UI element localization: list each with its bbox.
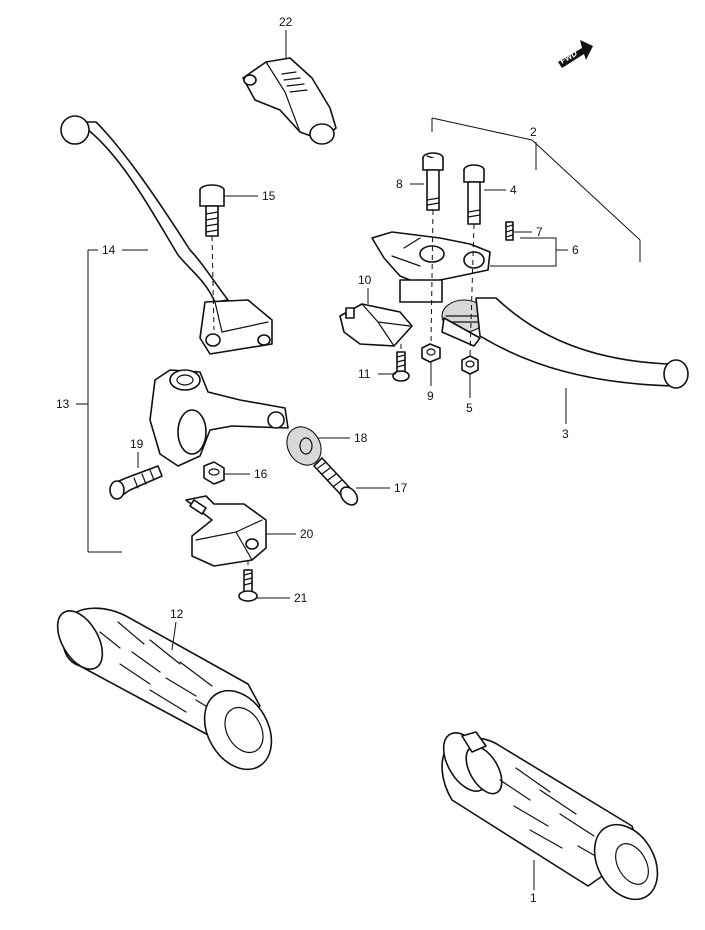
label-part-7: 7	[536, 225, 543, 239]
label-part-19: 19	[130, 437, 144, 451]
part-5-nut	[461, 355, 479, 375]
label-part-12: 12	[170, 607, 184, 621]
part-17-adjuster-bolt	[313, 457, 359, 506]
label-part-5: 5	[466, 401, 473, 415]
part-8-bolt	[422, 152, 444, 211]
label-part-22: 22	[279, 15, 293, 29]
label-part-2: 2	[530, 125, 537, 139]
part-3-brake-lever	[441, 297, 689, 389]
label-part-13: 13	[56, 397, 70, 411]
label-part-8: 8	[396, 177, 403, 191]
part-15-pivot-bolt	[199, 184, 225, 237]
part-9-nut	[421, 343, 441, 363]
label-part-18: 18	[354, 431, 368, 445]
label-part-14: 14	[102, 243, 116, 257]
part-16-nut	[203, 461, 225, 485]
part-4-bolt	[463, 164, 485, 225]
part-12-left-grip	[56, 607, 273, 771]
part-14-clutch-lever	[60, 115, 273, 355]
label-part-4: 4	[510, 183, 517, 197]
part-21-screw	[238, 569, 258, 602]
label-part-11: 11	[358, 367, 371, 381]
part-13-lever-holder	[149, 369, 289, 467]
label-part-10: 10	[358, 273, 372, 287]
label-part-9: 9	[427, 389, 434, 403]
part-1-throttle-grip	[441, 731, 659, 901]
label-part-3: 3	[562, 427, 569, 441]
part-20-switch	[185, 495, 267, 567]
leader-lines	[76, 30, 641, 890]
part-number-labels: 22 15 14 13 19 16 18 17 20 21 12 1 2 8 4…	[56, 15, 579, 905]
part-22-cover	[242, 57, 337, 145]
part-11-screw	[392, 351, 410, 382]
label-part-1: 1	[530, 891, 537, 905]
label-part-20: 20	[300, 527, 314, 541]
label-part-15: 15	[262, 189, 276, 203]
forward-direction-arrow-icon: FWD	[558, 40, 593, 68]
label-part-6: 6	[572, 243, 579, 257]
label-part-21: 21	[294, 591, 308, 605]
part-18-adjuster	[286, 426, 322, 466]
part-10-switch	[339, 303, 413, 347]
label-part-17: 17	[394, 481, 408, 495]
part-7-screw	[505, 221, 514, 241]
part-19-clamp-screw	[109, 465, 163, 500]
label-part-16: 16	[254, 467, 268, 481]
